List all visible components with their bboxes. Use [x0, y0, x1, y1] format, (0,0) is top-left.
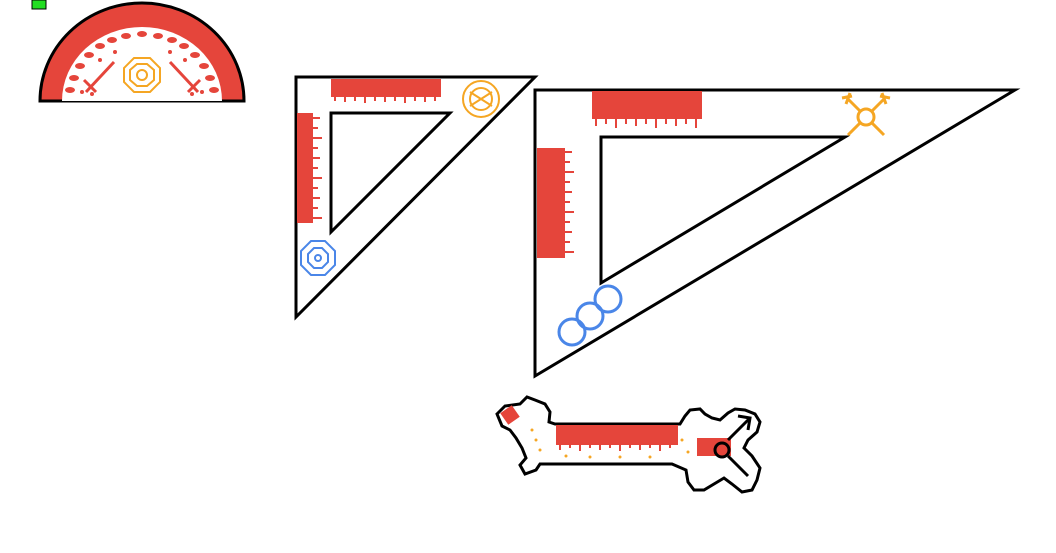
blue-octagon-icon [300, 240, 336, 276]
sword-icon [168, 60, 202, 94]
small-set-square[interactable] [294, 75, 539, 321]
horse-ruler-piece[interactable] [495, 395, 762, 494]
ruler-ticks [595, 119, 697, 128]
sword-icon [82, 60, 116, 94]
large-set-square[interactable] [533, 88, 1021, 379]
octagon-medallion-icon [123, 57, 161, 93]
ruler-ticks [565, 151, 574, 253]
arrow-icon [713, 441, 750, 478]
gold-medallion-icon [462, 80, 500, 118]
protractor-piece[interactable] [38, 1, 246, 103]
gold-cross-icon [841, 92, 891, 137]
ruler-ticks [334, 97, 436, 103]
ruler-ticks [559, 445, 671, 451]
blue-triple-circle-icon [557, 284, 623, 347]
horse-dots [530, 428, 690, 459]
status-indicator [31, 0, 47, 10]
arrow-icon [726, 414, 752, 442]
protractor-ticks [65, 31, 219, 96]
ruler-ticks [313, 117, 322, 219]
